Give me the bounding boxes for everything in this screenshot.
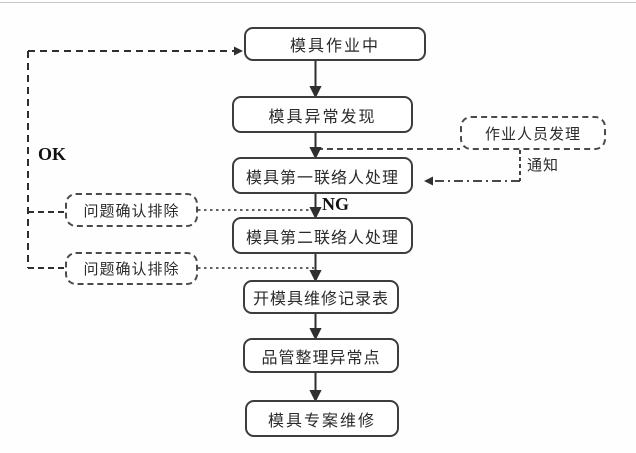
node-second-contact-handling[interactable]: 模具第二联络人处理 [232,217,413,254]
arrowhead-qcsummary-specialrepair [309,390,322,403]
arrowhead-notify-into-firstcontact [424,176,433,186]
node-special-case-repair[interactable]: 模具专案维修 [245,400,399,437]
edge-label-ok: OK [38,144,67,164]
edge-label-ng: NG [322,194,349,214]
node-problem-resolved-1[interactable]: 问题确认排除 [65,193,198,227]
arrowhead-secondcontact-repairrecord [309,270,322,283]
edge-label-notify: 通知 [527,157,560,174]
node-repair-record-form[interactable]: 开模具维修记录表 [243,280,399,314]
node-qc-abnormal-points[interactable]: 品管整理异常点 [243,338,399,373]
arrowhead-working-abnormal [309,86,322,99]
node-first-contact-handling[interactable]: 模具第一联络人处理 [232,157,413,194]
node-problem-resolved-2[interactable]: 问题确认排除 [65,252,198,285]
page-top-border [0,2,636,3]
node-abnormality-found[interactable]: 模具异常发现 [232,96,413,133]
arrowhead-ok-return-into-working [234,46,243,56]
node-operator-handling[interactable]: 作业人员发理 [460,116,606,150]
node-mold-working[interactable]: 模具作业中 [244,27,426,61]
arrowhead-repairrecord-qcsummary [309,328,322,341]
arrowhead-abnormal-firstcontact [309,147,322,160]
